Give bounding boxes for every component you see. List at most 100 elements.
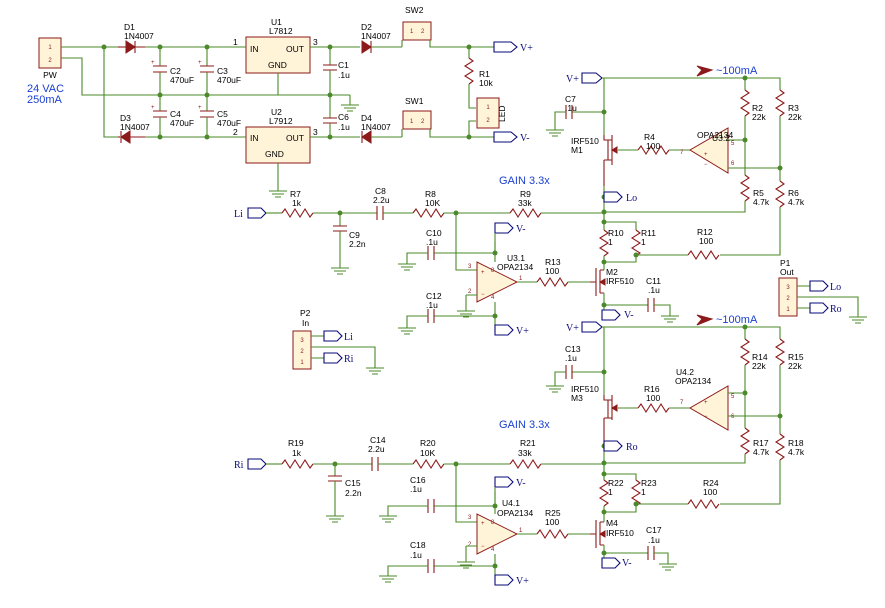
opamp-u4-2: U4.2 OPA2134 + − 7 5 6 <box>675 367 735 431</box>
opamp-u4-1: U4.1 OPA2134 + − 3 2 1 8 4 <box>468 498 534 555</box>
svg-text:IRF510: IRF510 <box>571 136 599 146</box>
current-arrow-top <box>696 65 714 77</box>
svg-text:IN: IN <box>250 133 259 143</box>
resistor-r17: R17 4.7k <box>739 427 770 457</box>
svg-text:Ro: Ro <box>626 442 638 453</box>
svg-text:3: 3 <box>468 515 472 521</box>
svg-text:OPA2134: OPA2134 <box>497 508 534 518</box>
svg-text:2: 2 <box>421 119 425 125</box>
svg-text:R21: R21 <box>520 438 536 448</box>
svg-text:C5: C5 <box>217 109 228 119</box>
resistor-r3: R3 22k <box>774 89 802 122</box>
svg-text:SW2: SW2 <box>405 5 424 15</box>
svg-text:+: + <box>481 521 485 527</box>
resistor-r16: R16 100 <box>637 384 670 414</box>
svg-text:100: 100 <box>545 266 559 276</box>
svg-text:D4: D4 <box>361 113 372 123</box>
svg-text:U2: U2 <box>271 107 282 117</box>
svg-text:1: 1 <box>486 105 490 111</box>
gain-top-note: GAIN 3.3x <box>499 175 550 187</box>
svg-text:100: 100 <box>646 141 660 151</box>
svg-text:L7912: L7912 <box>269 116 293 126</box>
svg-text:C13: C13 <box>565 344 581 354</box>
svg-text:R7: R7 <box>290 189 301 199</box>
svg-text:Lo: Lo <box>626 193 637 204</box>
current-top-note: ~100mA <box>716 65 758 77</box>
svg-text:M3: M3 <box>571 393 583 403</box>
svg-text:2: 2 <box>786 296 790 302</box>
svg-text:1k: 1k <box>292 198 302 208</box>
svg-text:Ri: Ri <box>234 460 244 471</box>
net-port-vminus-ch1-bottom: V- <box>601 309 634 321</box>
svg-text:1: 1 <box>410 29 414 35</box>
regulator-u1: IN OUT GND U1 L7812 1 3 <box>233 17 318 74</box>
cap-c1: C1 .1u <box>323 47 350 95</box>
svg-text:+: + <box>198 60 202 66</box>
svg-text:Lo: Lo <box>830 282 841 293</box>
svg-text:IRF510: IRF510 <box>606 528 634 538</box>
pw-connector: 1 2 PW <box>38 37 62 80</box>
svg-text:4.7k: 4.7k <box>753 197 770 207</box>
mosfet-m2: M2 IRF510 <box>590 267 634 296</box>
svg-text:In: In <box>302 318 309 328</box>
svg-text:4: 4 <box>491 295 495 301</box>
svg-text:1N4007: 1N4007 <box>361 122 391 132</box>
svg-text:P2: P2 <box>300 308 311 318</box>
svg-text:4.7k: 4.7k <box>788 447 805 457</box>
resistor-r9: R9 33k <box>509 189 542 219</box>
svg-text:Li: Li <box>234 209 243 220</box>
svg-text:+: + <box>151 105 155 111</box>
cap-c14: C14 2.2u <box>368 435 386 471</box>
led-indicator: 1 2 LED <box>476 97 507 129</box>
svg-text:3: 3 <box>313 37 318 47</box>
svg-text:.1u: .1u <box>648 535 660 545</box>
net-port-ri-in: Ri <box>323 352 354 365</box>
net-port-li: Li <box>234 207 267 220</box>
svg-text:R25: R25 <box>545 508 561 518</box>
svg-text:2.2u: 2.2u <box>368 444 385 454</box>
svg-text:P1: P1 <box>780 258 791 268</box>
svg-text:R20: R20 <box>420 438 436 448</box>
svg-text:C16: C16 <box>410 475 426 485</box>
svg-text:SW1: SW1 <box>405 96 424 106</box>
svg-text:1: 1 <box>641 237 646 247</box>
svg-text:GND: GND <box>268 60 287 70</box>
svg-text:R8: R8 <box>425 189 436 199</box>
svg-text:4.7k: 4.7k <box>753 447 770 457</box>
svg-text:IRF510: IRF510 <box>606 276 634 286</box>
svg-text:R24: R24 <box>703 478 719 488</box>
svg-text:C18: C18 <box>410 540 426 550</box>
svg-text:C9: C9 <box>349 230 360 240</box>
svg-text:Ri: Ri <box>344 354 354 365</box>
cap-c13: C13 .1u <box>554 344 604 380</box>
svg-text:C15: C15 <box>345 478 361 488</box>
switch-sw1: 1 2 SW1 <box>402 96 432 130</box>
svg-text:2.2u: 2.2u <box>373 195 390 205</box>
svg-text:OPA2134: OPA2134 <box>497 262 534 272</box>
mosfet-m3: IRF510 M3 <box>571 384 618 446</box>
svg-text:C8: C8 <box>375 186 386 196</box>
svg-text:Ro: Ro <box>830 304 842 315</box>
opamp-u3-2: U3.2 OPA2134 + − 7 5 6 <box>680 127 735 174</box>
svg-text:3: 3 <box>313 127 318 137</box>
pw-ref: PW <box>43 70 57 80</box>
supply-current-note: 250mA <box>27 94 63 106</box>
svg-text:1k: 1k <box>292 448 302 458</box>
diode-d2: D2 1N4007 <box>361 22 391 54</box>
svg-text:1: 1 <box>300 360 304 366</box>
net-port-vminus-ch1-top: V- <box>494 222 526 235</box>
current-bottom-note: ~100mA <box>716 314 758 326</box>
svg-text:6: 6 <box>731 161 735 167</box>
svg-text:R15: R15 <box>788 352 804 362</box>
resistor-r13: R13 100 <box>536 257 569 288</box>
net-port-lo-ch1: Lo <box>603 191 637 204</box>
resistor-r11: R11 1 <box>630 228 656 257</box>
cap-c2: + C2 470uF <box>151 47 194 95</box>
svg-text:R10: R10 <box>608 228 624 238</box>
svg-text:C12: C12 <box>426 291 442 301</box>
svg-text:10K: 10K <box>420 448 435 458</box>
connector-p2-in: 3 2 1 P2 In <box>292 308 312 370</box>
svg-text:1: 1 <box>786 307 790 313</box>
svg-text:C7: C7 <box>565 94 576 104</box>
svg-text:3: 3 <box>468 264 472 270</box>
